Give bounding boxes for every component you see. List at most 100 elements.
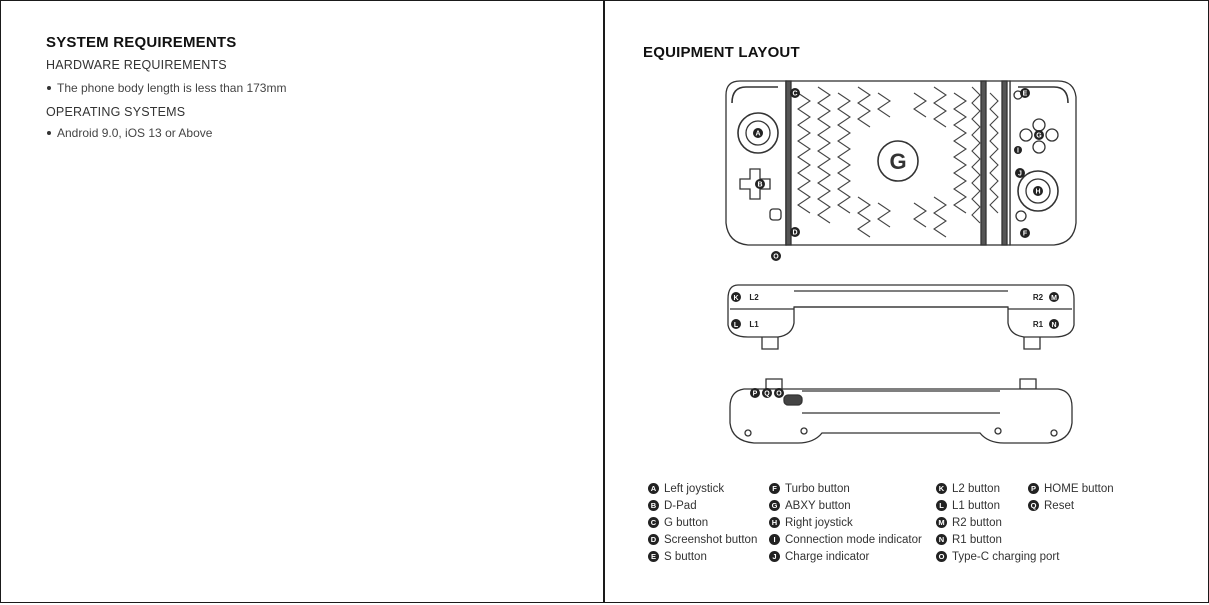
legend-key-badge: J bbox=[769, 551, 780, 562]
legend-label: Turbo button bbox=[785, 482, 850, 495]
operating-systems-heading: OPERATING SYSTEMS bbox=[46, 105, 186, 119]
legend-item: C G button bbox=[648, 514, 757, 531]
g-logo-icon bbox=[877, 140, 919, 182]
l1-label: L1 bbox=[749, 320, 759, 329]
legend-label: Charge indicator bbox=[785, 550, 870, 563]
hardware-requirement-text: The phone body length is less than 173mm bbox=[57, 81, 287, 95]
turbo-button-icon bbox=[1015, 210, 1027, 222]
svg-text:G: G bbox=[1036, 133, 1042, 140]
legend-label: G button bbox=[664, 516, 709, 529]
legend-item: Q Reset bbox=[1028, 497, 1114, 514]
legend-key-badge: L bbox=[936, 500, 947, 511]
svg-text:M: M bbox=[1051, 295, 1057, 302]
legend-label: L1 button bbox=[952, 499, 1000, 512]
svg-text:A: A bbox=[755, 131, 760, 138]
legend-item: N R1 button bbox=[936, 531, 1059, 548]
svg-text:J: J bbox=[1018, 171, 1022, 178]
r1-label: R1 bbox=[1033, 320, 1044, 329]
hardware-requirements-heading: HARDWARE REQUIREMENTS bbox=[46, 58, 227, 72]
legend-key-badge: A bbox=[648, 483, 659, 494]
svg-text:N: N bbox=[1051, 322, 1056, 329]
legend-key-badge: K bbox=[936, 483, 947, 494]
legend-key-badge: N bbox=[936, 534, 947, 545]
controller-top-view: G bbox=[725, 80, 1077, 246]
legend-item: K L2 button bbox=[936, 480, 1059, 497]
legend-label: ABXY button bbox=[785, 499, 851, 512]
legend-key-badge: F bbox=[769, 483, 780, 494]
svg-text:K: K bbox=[733, 295, 738, 302]
os-requirement-item: Android 9.0, iOS 13 or Above bbox=[47, 126, 212, 140]
legend-label: Connection mode indicator bbox=[785, 533, 922, 546]
legend-item: G ABXY button bbox=[769, 497, 922, 514]
legend-key-badge: O bbox=[936, 551, 947, 562]
abxy-a-icon bbox=[1032, 140, 1046, 154]
abxy-b-icon bbox=[1045, 128, 1059, 142]
legend-label: Screenshot button bbox=[664, 533, 758, 546]
legend-key-badge: M bbox=[936, 517, 947, 528]
svg-text:Q: Q bbox=[764, 391, 770, 398]
l2-label: L2 bbox=[749, 293, 759, 302]
svg-text:G: G bbox=[889, 149, 906, 174]
top-view-callouts: C A B D O E G I J H F bbox=[753, 88, 1044, 261]
legend-key-badge: G bbox=[769, 500, 780, 511]
legend-key-badge: H bbox=[769, 517, 780, 528]
legend-item: E S button bbox=[648, 548, 757, 565]
controller-back-view bbox=[727, 284, 1075, 350]
legend-key-badge: D bbox=[648, 534, 659, 545]
bullet-icon bbox=[47, 86, 51, 90]
legend-label: Right joystick bbox=[785, 516, 853, 529]
controller-bottom-view bbox=[729, 378, 1073, 444]
legend-key-badge: C bbox=[648, 517, 659, 528]
equipment-layout-title: EQUIPMENT LAYOUT bbox=[643, 44, 800, 61]
legend-key-badge: P bbox=[1028, 483, 1039, 494]
legend-key-badge: Q bbox=[1028, 500, 1039, 511]
svg-text:D: D bbox=[792, 230, 797, 237]
legend-item: O Type-C charging port bbox=[936, 548, 1059, 565]
legend-item: H Right joystick bbox=[769, 514, 922, 531]
legend-label: Reset bbox=[1044, 499, 1075, 512]
bullet-icon bbox=[47, 131, 51, 135]
system-requirements-title: SYSTEM REQUIREMENTS bbox=[46, 34, 237, 51]
legend-item: D Screenshot button bbox=[648, 531, 757, 548]
legend-label: HOME button bbox=[1044, 482, 1114, 495]
legend-label: S button bbox=[664, 550, 707, 563]
svg-text:F: F bbox=[1023, 231, 1028, 238]
legend-item: A Left joystick bbox=[648, 480, 757, 497]
bottom-view-callouts: P Q O bbox=[750, 388, 784, 398]
svg-text:C: C bbox=[792, 91, 797, 98]
legend-label: R2 button bbox=[952, 516, 1002, 529]
svg-text:E: E bbox=[1023, 91, 1028, 98]
legend-label: R1 button bbox=[952, 533, 1002, 546]
legend-label: D-Pad bbox=[664, 499, 697, 512]
left-page: SYSTEM REQUIREMENTS HARDWARE REQUIREMENT… bbox=[0, 0, 605, 603]
svg-text:H: H bbox=[1035, 189, 1040, 196]
legend-key-badge: E bbox=[648, 551, 659, 562]
os-requirement-text: Android 9.0, iOS 13 or Above bbox=[57, 126, 213, 140]
legend-item: L L1 button bbox=[936, 497, 1059, 514]
legend-item: M R2 button bbox=[936, 514, 1059, 531]
svg-text:I: I bbox=[1017, 148, 1019, 155]
abxy-x-icon bbox=[1019, 128, 1033, 142]
back-view-labels: K L2 L L1 R2 M R1 N bbox=[731, 292, 1059, 329]
hardware-requirement-item: The phone body length is less than 173mm bbox=[47, 81, 286, 95]
legend-item: B D-Pad bbox=[648, 497, 757, 514]
legend-label: L2 button bbox=[952, 482, 1000, 495]
legend-item: F Turbo button bbox=[769, 480, 922, 497]
svg-text:L: L bbox=[734, 322, 739, 329]
maze-pattern bbox=[797, 86, 999, 238]
legend-item: J Charge indicator bbox=[769, 548, 922, 565]
controller-diagram: G C A B D O E G I J bbox=[725, 80, 1077, 444]
svg-text:O: O bbox=[776, 391, 782, 398]
svg-text:P: P bbox=[753, 391, 758, 398]
svg-text:B: B bbox=[757, 182, 762, 189]
legend-key-badge: I bbox=[769, 534, 780, 545]
svg-text:O: O bbox=[773, 254, 779, 261]
legend-key-badge: B bbox=[648, 500, 659, 511]
r2-label: R2 bbox=[1033, 293, 1044, 302]
legend-label: Left joystick bbox=[664, 482, 725, 495]
legend-label: Type-C charging port bbox=[952, 550, 1060, 563]
